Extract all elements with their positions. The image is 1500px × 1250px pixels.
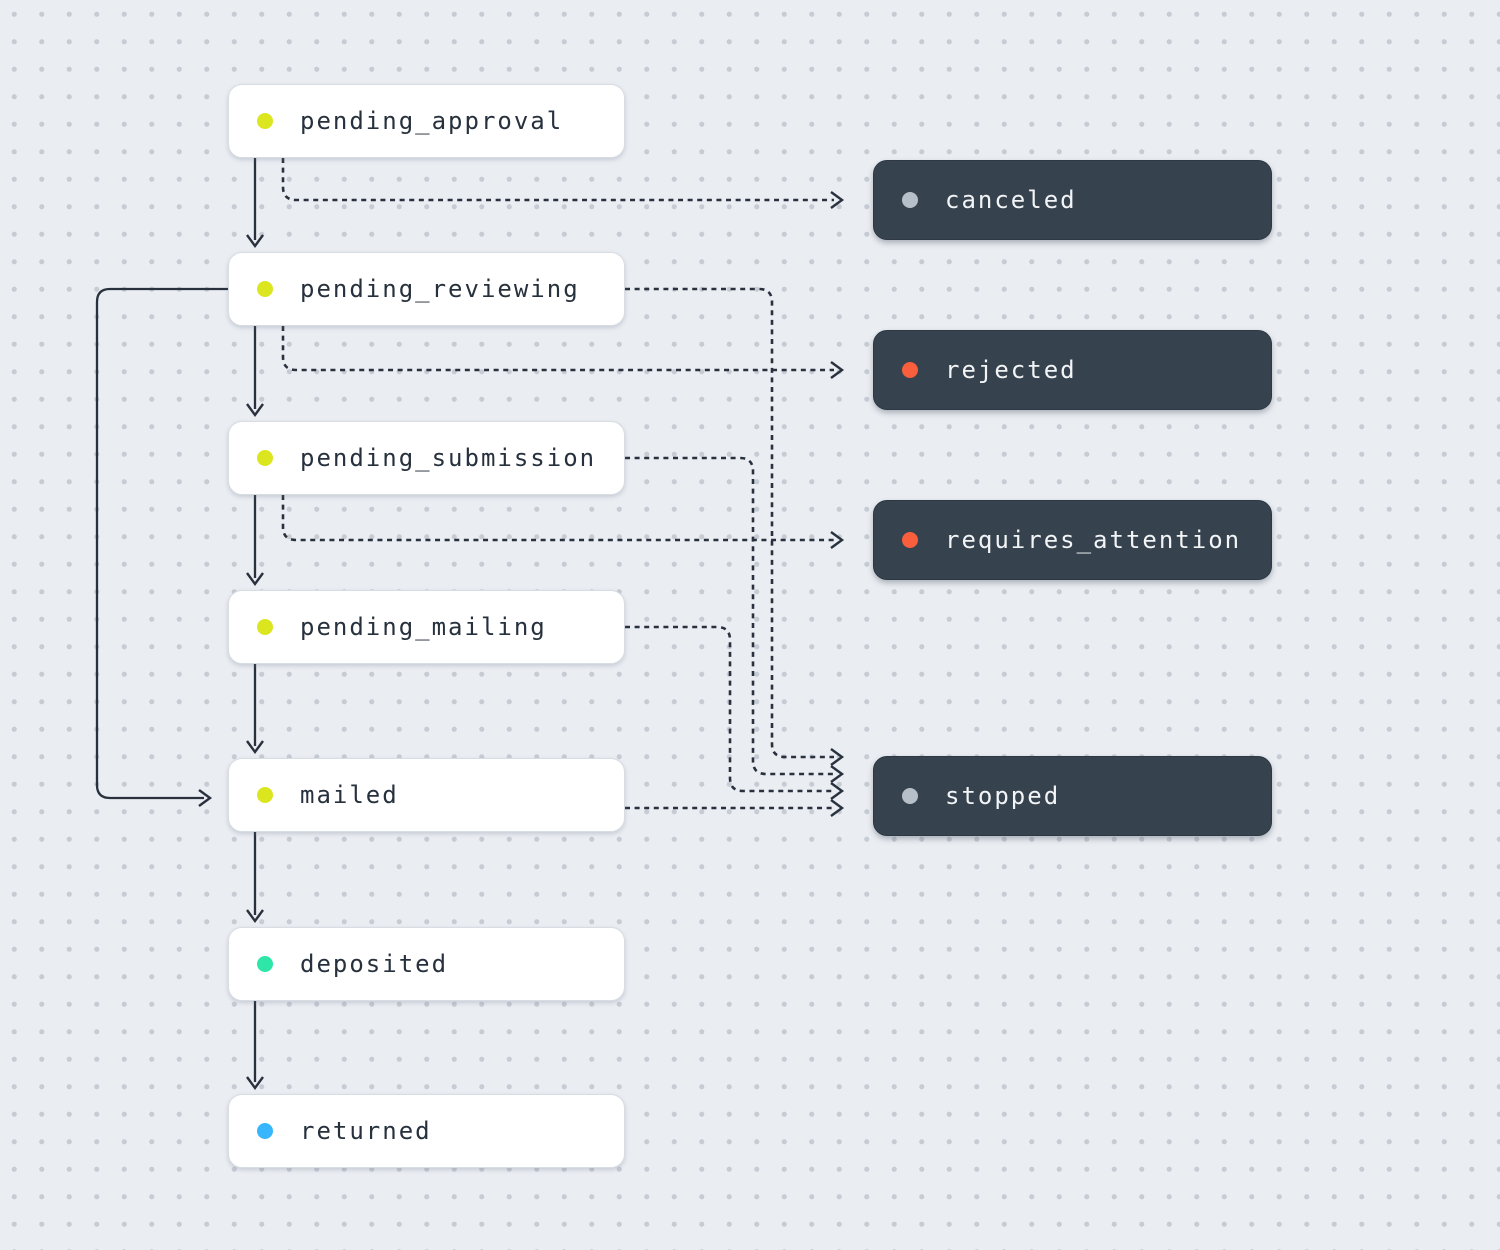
state-node-pending-mailing: pending_mailing	[228, 590, 625, 664]
state-node-returned: returned	[228, 1094, 625, 1168]
status-dot-icon	[257, 281, 273, 297]
edge-arrowhead-pending_submission-to-requires_attention	[830, 531, 845, 549]
state-label: pending_mailing	[300, 613, 547, 641]
edge-arrowhead-pending_reviewing-to-mailed	[198, 789, 213, 807]
state-label: requires_attention	[945, 526, 1242, 554]
edge-arrowhead-pending_reviewing-to-pending_submission	[246, 403, 264, 418]
state-label: returned	[300, 1117, 432, 1145]
state-node-canceled: canceled	[873, 160, 1272, 240]
state-label: canceled	[945, 186, 1077, 214]
edge-arrowhead-mailed-to-stopped	[830, 799, 845, 817]
edge-pending_approval-to-canceled	[281, 158, 834, 202]
edge-pending_submission-to-stopped	[625, 456, 834, 776]
status-dot-icon	[902, 788, 918, 804]
edge-pending_reviewing-to-mailed	[95, 287, 228, 800]
status-dot-icon	[257, 787, 273, 803]
state-node-pending-approval: pending_approval	[228, 84, 625, 158]
state-node-deposited: deposited	[228, 927, 625, 1001]
status-dot-icon	[257, 450, 273, 466]
state-node-pending-reviewing: pending_reviewing	[228, 252, 625, 326]
state-node-mailed: mailed	[228, 758, 625, 832]
status-dot-icon	[257, 619, 273, 635]
status-dot-icon	[902, 192, 918, 208]
edge-arrowhead-deposited-to-returned	[246, 1076, 264, 1091]
state-label: pending_approval	[300, 107, 564, 135]
state-node-requires-attention: requires_attention	[873, 500, 1272, 580]
state-node-rejected: rejected	[873, 330, 1272, 410]
status-dot-icon	[902, 362, 918, 378]
edge-arrowhead-mailed-to-deposited	[246, 909, 264, 924]
status-dot-icon	[257, 956, 273, 972]
edge-arrowhead-pending_mailing-to-stopped	[830, 782, 845, 800]
status-dot-icon	[902, 532, 918, 548]
status-dot-icon	[257, 113, 273, 129]
state-label: rejected	[945, 356, 1077, 384]
edge-arrowhead-pending_approval-to-pending_reviewing	[246, 234, 264, 249]
edge-pending_reviewing-to-stopped	[625, 287, 834, 759]
state-label: pending_reviewing	[300, 275, 580, 303]
state-label: deposited	[300, 950, 449, 978]
edge-arrowhead-pending_submission-to-stopped	[830, 765, 845, 783]
state-node-stopped: stopped	[873, 756, 1272, 836]
edge-arrowhead-pending_mailing-to-mailed	[246, 740, 264, 755]
edge-arrowhead-pending_approval-to-canceled	[830, 191, 845, 209]
edge-arrowhead-pending_submission-to-pending_mailing	[246, 572, 264, 587]
edge-pending_submission-to-requires_attention	[281, 495, 834, 542]
state-label: mailed	[300, 781, 399, 809]
edge-arrowhead-pending_reviewing-to-rejected	[830, 361, 845, 379]
edge-arrowhead-pending_reviewing-to-stopped	[830, 748, 845, 766]
edge-pending_reviewing-to-rejected	[281, 326, 834, 372]
state-node-pending-submission: pending_submission	[228, 421, 625, 495]
state-label: stopped	[945, 782, 1061, 810]
edge-pending_mailing-to-stopped	[625, 625, 834, 793]
state-label: pending_submission	[300, 444, 597, 472]
status-dot-icon	[257, 1123, 273, 1139]
